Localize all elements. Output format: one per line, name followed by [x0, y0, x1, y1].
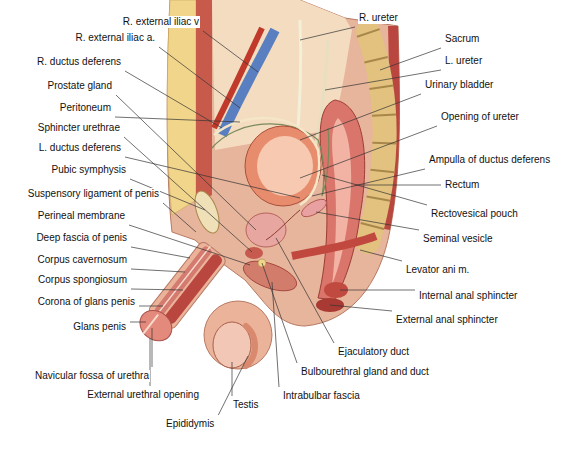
part-label: Opening of ureter — [440, 111, 520, 123]
sacrum-segments — [368, 32, 385, 242]
leader-line — [360, 250, 402, 261]
part-label: Ejaculatory duct — [337, 346, 410, 358]
part-label: Sphincter urethrae — [37, 122, 121, 134]
leader-line — [159, 47, 240, 108]
part-label: L. ureter — [444, 55, 483, 67]
levator-ani — [292, 236, 376, 256]
leader-line — [312, 169, 425, 196]
leader-line — [300, 94, 421, 140]
leader-line — [276, 238, 334, 343]
leader-line — [262, 263, 297, 363]
leader-line — [380, 48, 441, 70]
leader-line — [116, 95, 256, 230]
part-label: Levator ani m. — [405, 264, 470, 276]
bladder-lumen — [257, 136, 313, 196]
leader-line — [300, 27, 355, 40]
prostate-gland — [246, 213, 286, 247]
iliac-artery — [214, 28, 262, 128]
ejaculatory-duct — [266, 210, 300, 240]
part-label: Seminal vesicle — [422, 233, 493, 245]
part-label: Sacrum — [444, 33, 480, 45]
leader-line — [115, 117, 240, 122]
leader-line — [129, 225, 250, 265]
part-label: Perineal membrane — [37, 210, 126, 222]
leader-line — [330, 305, 392, 311]
glans-penis — [134, 304, 178, 347]
part-label: R. external iliac v — [122, 16, 200, 28]
bulb-of-penis — [240, 255, 301, 297]
leader-line — [340, 290, 415, 291]
part-label: External anal sphincter — [395, 314, 499, 326]
part-label: Pubic symphysis — [51, 164, 127, 176]
ductus-deferens — [214, 118, 319, 205]
part-label: Testis — [232, 399, 260, 411]
leader-line — [203, 31, 258, 72]
seminal-vesicle — [299, 196, 329, 220]
leader-line — [139, 306, 163, 307]
penis — [134, 240, 229, 348]
part-label: R. ureter — [358, 12, 399, 24]
leader-line — [355, 185, 441, 186]
part-label: Glans penis — [72, 321, 127, 333]
part-label: Rectum — [444, 179, 480, 191]
part-label: Corpus spongiosum — [37, 274, 128, 286]
part-label: L. ductus deferens — [38, 142, 122, 154]
part-label: Corpus cavernosum — [37, 254, 128, 266]
part-label: Navicular fossa of urethra — [34, 370, 150, 382]
part-label: Peritoneum — [59, 102, 112, 114]
part-label: Rectovesical pouch — [430, 208, 519, 220]
abdominal-fat — [167, 0, 196, 215]
part-label: Corona of glans penis — [37, 296, 136, 308]
part-label: Prostate gland — [47, 80, 114, 92]
scrotum — [204, 301, 272, 369]
leader-line — [130, 322, 146, 323]
part-label: Urinary bladder — [424, 79, 494, 91]
leader-line — [316, 212, 419, 230]
part-label: Ampulla of ductus deferens — [428, 154, 551, 166]
sacrum-bone — [368, 32, 385, 242]
leader-line — [232, 362, 233, 396]
leader-line — [163, 203, 196, 232]
part-label: R. ductus deferens — [36, 56, 122, 68]
part-label: Epididymis — [165, 418, 215, 430]
leader-line — [131, 269, 185, 272]
leader-line — [131, 289, 183, 290]
rectum-lumen — [332, 118, 351, 285]
part-label: External urethral opening — [86, 389, 200, 401]
part-label: Internal anal sphincter — [418, 290, 518, 302]
leader-line — [152, 328, 153, 367]
navicular-fossa — [143, 315, 158, 334]
leader-line — [272, 282, 279, 387]
part-label: Bulbourethral gland and duct — [300, 366, 430, 378]
part-label: Suspensory ligament of penis — [27, 188, 160, 200]
part-label: R. external iliac a. — [75, 32, 156, 44]
sphincter-urethrae — [245, 247, 263, 259]
part-label: Deep fascia of penis — [35, 232, 128, 244]
leader-line — [131, 247, 190, 258]
epididymis — [246, 326, 255, 366]
part-label: Intrabulbar fascia — [282, 390, 361, 402]
leader-line — [300, 126, 437, 178]
leader-line — [322, 175, 427, 205]
